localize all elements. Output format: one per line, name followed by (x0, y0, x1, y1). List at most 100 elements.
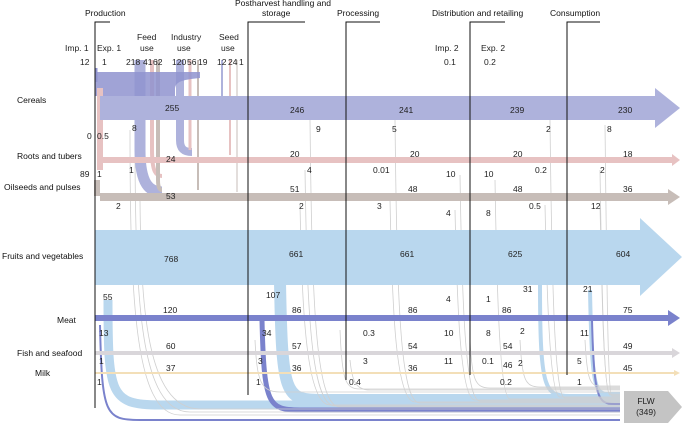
roots-loss-imp: 10 (446, 169, 456, 179)
stage-dividers (94, 21, 600, 408)
oilseeds-value-postharvest: 51 (290, 184, 300, 194)
milk-value-production: 37 (166, 363, 176, 373)
industry-value-oilseeds: 19 (198, 57, 208, 67)
industry-use-label-2: use (177, 43, 191, 53)
industry-value-cereals: 120 (172, 57, 186, 67)
category-milk: Milk (35, 368, 51, 378)
industry-value-roots: 56 (187, 57, 197, 67)
roots-flow (100, 154, 680, 166)
category-meat: Meat (57, 315, 77, 325)
flw-label: FLW (637, 396, 654, 406)
industry-use-cereals-flow (176, 60, 193, 156)
fruits-production-loss-flow (103, 299, 620, 410)
roots-value-processing: 20 (410, 149, 420, 159)
cereals-value-consumption: 230 (618, 105, 632, 115)
fish-loss-consumption: 5 (577, 356, 582, 366)
oilseeds-loss-distribution-2: 0.5 (529, 201, 541, 211)
oilseeds-loss-imp: 4 (446, 208, 451, 218)
meat-loss-processing: 0.3 (363, 328, 375, 338)
feed-value-roots: 41 (143, 57, 153, 67)
meat-loss-production: 13 (99, 328, 109, 338)
fish-loss-distribution-2: 46 (503, 360, 513, 370)
exp1-value: 1 (102, 57, 107, 67)
milk-loss-postharvest: 1 (256, 377, 261, 387)
meat-consumption-loss-flow (591, 319, 620, 405)
fruits-value-postharvest: 661 (289, 249, 303, 259)
oilseeds-values: 53 51 48 48 36 2 2 3 4 8 0.5 12 (116, 184, 633, 218)
fish-loss-postharvest: 3 (258, 356, 263, 366)
fruits-loss-distribution: 1 (486, 294, 491, 304)
exp2-value: 0.2 (484, 57, 496, 67)
processing-divider (345, 21, 380, 380)
fruits-loss-imp: 4 (446, 294, 451, 304)
fruits-value-production: 768 (164, 254, 178, 264)
industry-use-label-1: Industry (171, 32, 202, 42)
seed-value-oilseeds: 1 (239, 57, 244, 67)
flw-value: (349) (636, 407, 656, 417)
feed-use-label-2: use (140, 43, 154, 53)
oilseeds-value-distribution: 48 (513, 184, 523, 194)
seed-value-cereals: 12 (217, 57, 227, 67)
roots-loss-processing: 0.01 (373, 165, 390, 175)
imp2-label: Imp. 2 (435, 43, 459, 53)
milk-flow (95, 370, 680, 376)
oilseeds-loss-production: 2 (116, 201, 121, 211)
meat-loss-consumption: 11 (580, 328, 589, 338)
roots-side-2: 1 (129, 165, 134, 175)
fish-value-postharvest: 57 (292, 341, 302, 351)
fish-value-distribution: 54 (503, 341, 513, 351)
cereals-production-block (95, 72, 200, 96)
meat-value-production: 120 (163, 305, 177, 315)
cereals-value-processing: 241 (399, 105, 413, 115)
roots-value-distribution: 20 (513, 149, 523, 159)
category-fish: Fish and seafood (17, 348, 82, 358)
oilseeds-flow (100, 189, 680, 205)
meat-value-consumption: 75 (623, 305, 633, 315)
roots-side-1: 1 (97, 169, 102, 179)
roots-value-production: 24 (166, 154, 176, 164)
fruits-loss-production: 55 (103, 292, 113, 302)
meat-loss-imp: 10 (444, 328, 454, 338)
roots-value-consumption: 18 (623, 149, 633, 159)
roots-value-postharvest: 20 (290, 149, 300, 159)
exp1-label: Exp. 1 (97, 43, 121, 53)
stage-distribution: Distribution and retailing (432, 8, 523, 18)
roots-loss-consumption: 2 (600, 165, 605, 175)
fish-loss-production: 1 (99, 356, 104, 366)
oilseeds-value-processing: 48 (408, 184, 418, 194)
cereals-value-postharvest: 246 (290, 105, 304, 115)
cereals-loss-distribution: 2 (546, 124, 551, 134)
distribution-divider (469, 21, 505, 375)
cereals-side-1: 0.5 (97, 131, 109, 141)
stage-postharvest-line2: storage (262, 8, 291, 18)
milk-loss-processing: 0.4 (349, 377, 361, 387)
meat-loss-distribution: 8 (486, 328, 491, 338)
seed-use-label-2: use (221, 43, 235, 53)
thin-loss-lines (129, 119, 620, 416)
meat-value-distribution: 86 (502, 305, 512, 315)
meat-loss-distribution-2: 2 (520, 326, 525, 336)
seed-use-label-1: Seed (219, 32, 239, 42)
fish-loss-imp: 11 (444, 356, 453, 366)
oilseeds-loss-distribution: 8 (486, 208, 491, 218)
cereals-value-distribution: 239 (510, 105, 524, 115)
imp1-value: 12 (80, 57, 90, 67)
milk-loss-consumption: 1 (577, 377, 582, 387)
fruits-flow (95, 218, 682, 296)
milk-values: 37 36 36 45 1 1 0.4 0.2 1 (97, 363, 633, 387)
production-divider (94, 21, 110, 408)
fruits-value-distribution: 625 (508, 249, 522, 259)
imp1-label: Imp. 1 (65, 43, 89, 53)
flw-sink-arrow (624, 391, 682, 423)
roots-loss-distribution-2: 0.2 (535, 165, 547, 175)
oilseeds-loss-postharvest: 2 (299, 201, 304, 211)
roots-loss-postharvest: 4 (307, 165, 312, 175)
fruits-value-processing: 661 (400, 249, 414, 259)
milk-loss-distribution: 0.2 (500, 377, 512, 387)
oilseeds-loss-consumption: 12 (591, 201, 601, 211)
fruits-values: 768 661 661 625 604 55 107 4 1 31 21 (103, 249, 630, 304)
fruits-loss-consumption: 21 (583, 284, 593, 294)
feed-value-oilseeds: 62 (153, 57, 163, 67)
fish-loss-distribution-3: 2 (518, 358, 523, 368)
